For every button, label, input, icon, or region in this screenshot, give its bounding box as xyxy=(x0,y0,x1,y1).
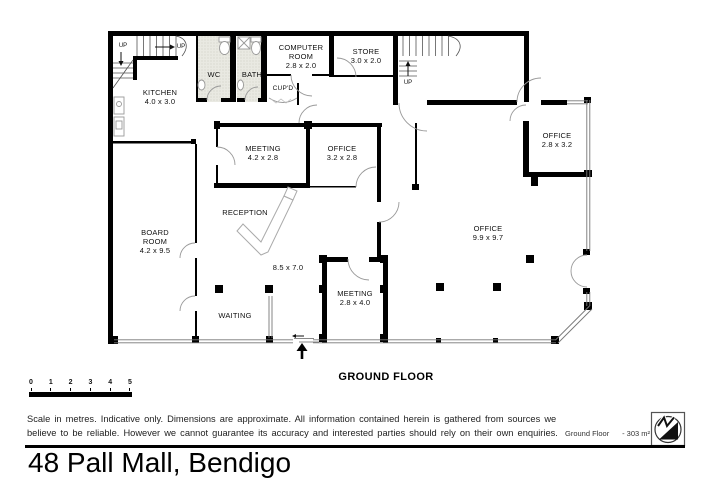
windows xyxy=(114,100,593,344)
room-label-bath: BATH xyxy=(241,70,263,79)
stairs-top-left-arrows xyxy=(118,44,175,66)
scale-tick: 5 xyxy=(128,379,132,386)
footer-divider xyxy=(25,445,685,448)
disclaimer-line-2: believe to be reliable. However we canno… xyxy=(27,427,558,438)
area-note: Ground Floor - 303 m² xyxy=(565,429,650,438)
disclaimer-line-1: Scale in metres. Indicative only. Dimens… xyxy=(27,414,557,424)
floor-title: GROUND FLOOR xyxy=(338,371,434,383)
up-label-3: UP xyxy=(403,80,413,86)
scale-tick: 4 xyxy=(108,379,113,386)
walls xyxy=(108,31,590,344)
disclaimer-text: Scale in metres. Indicative only. Dimens… xyxy=(27,413,567,440)
scale-tick: 0 xyxy=(29,379,33,386)
bathroom-fixtures xyxy=(197,36,262,91)
agency-logo xyxy=(650,411,686,452)
property-address: 48 Pall Mall, Bendigo xyxy=(28,447,292,478)
reception-desk xyxy=(236,186,298,256)
entry-arrow xyxy=(292,334,319,359)
room-label-wc: WC xyxy=(207,70,221,79)
cupboard-rail xyxy=(270,98,292,104)
scale-tick: 3 xyxy=(88,379,93,386)
room-label-cupboard: CUP'D xyxy=(272,85,294,92)
scale-bar: 0 1 2 3 4 5 xyxy=(27,379,134,397)
area-label: Ground Floor xyxy=(565,429,610,438)
scale-tick: 2 xyxy=(68,379,73,386)
room-label-open-area: 8.5 x 7.0 xyxy=(272,263,304,272)
scale-bar-rule xyxy=(29,392,132,397)
room-label-waiting: WAITING xyxy=(218,311,252,320)
door-arcs xyxy=(179,57,588,312)
stairs-top-left xyxy=(112,35,187,89)
up-label-1: UP xyxy=(118,43,128,49)
up-label-2: UP xyxy=(176,44,186,50)
stairs-lobby-arrow xyxy=(405,61,411,76)
room-label-reception: RECEPTION xyxy=(222,208,268,217)
area-value: - 303 m² xyxy=(622,429,650,438)
scale-tick: 1 xyxy=(48,379,53,386)
kitchen-bench xyxy=(113,96,125,137)
columns xyxy=(192,97,592,344)
agency-logo-mark xyxy=(650,411,686,447)
